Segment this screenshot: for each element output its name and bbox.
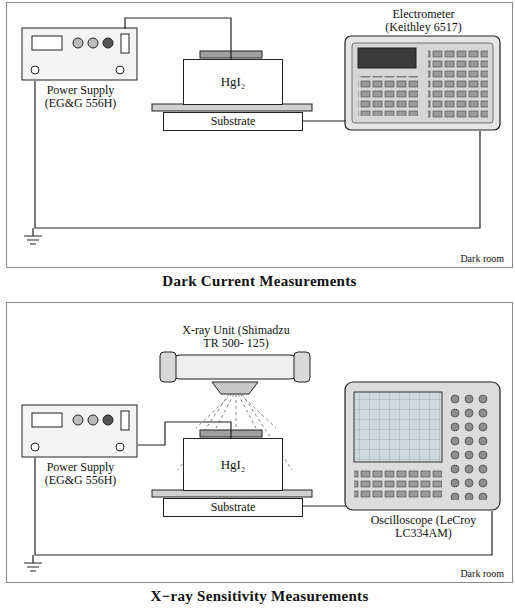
wire: [303, 506, 346, 507]
xray-unit: X-ray Unit (Shimadzu TR 500- 125): [161, 353, 311, 383]
oscilloscope: Oscilloscope (LeCroy LC334AM): [346, 383, 501, 511]
panel-title: X−ray Sensitivity Measurements: [7, 588, 512, 605]
panel-title: Dark Current Measurements: [7, 273, 512, 290]
room-note: Dark room: [460, 568, 504, 579]
wire-line: [303, 505, 346, 506]
box-label: Substrate: [211, 114, 256, 129]
substrate-box: Substrate: [163, 112, 303, 131]
detector-crystal: HgI₂: [183, 438, 283, 491]
device-label: Oscilloscope (LeCroy LC334AM): [371, 514, 477, 540]
electrometer: Electrometer (Keithley 6517): [346, 37, 501, 131]
substrate-box: Substrate: [163, 498, 303, 517]
box-label: HgI₂: [221, 74, 246, 90]
setup-panel: X−ray Sensitivity MeasurementsDark roomX…: [6, 302, 513, 583]
device-label: Electrometer (Keithley 6517): [378, 8, 470, 34]
power-supply: Power Supply (EG&G 556H): [23, 406, 138, 458]
power-supply: Power Supply (EG&G 556H): [23, 29, 138, 81]
device-label: Power Supply (EG&G 556H): [36, 84, 126, 110]
wire-line: [303, 120, 346, 121]
detector-crystal: HgI₂: [183, 59, 283, 105]
box-label: HgI₂: [221, 457, 246, 473]
wire: [303, 121, 346, 122]
wire-line: [125, 18, 231, 59]
room-note: Dark room: [460, 253, 504, 264]
device-label: X-ray Unit (Shimadzu TR 500- 125): [181, 324, 291, 350]
device-label: Power Supply (EG&G 556H): [36, 461, 126, 487]
setup-panel: Dark Current MeasurementsDark roomPower …: [6, 2, 513, 268]
wire: [125, 18, 231, 59]
box-label: Substrate: [211, 500, 256, 515]
